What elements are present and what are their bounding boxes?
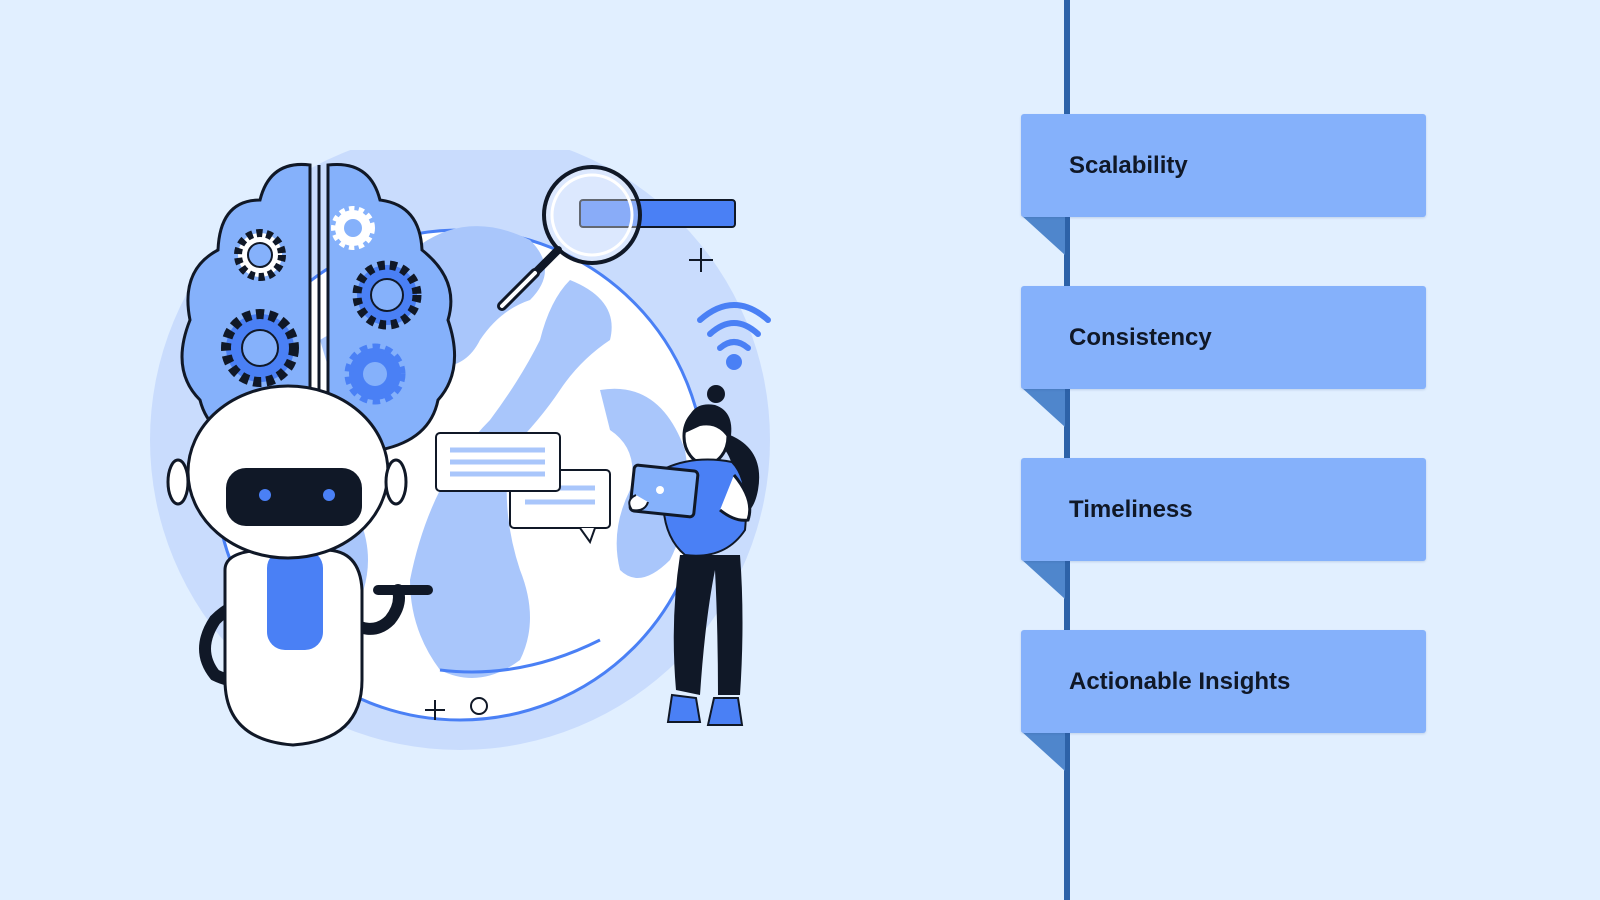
ribbon-fold — [1021, 731, 1069, 771]
timeline-line — [1064, 0, 1070, 900]
timeline-item-timeliness: Timeliness — [1021, 458, 1426, 599]
ribbon-fold — [1021, 559, 1069, 599]
gear-icon — [221, 206, 422, 405]
chat-bubble-icon — [435, 432, 611, 545]
search-bar-icon — [579, 199, 736, 228]
timeline-item-scalability: Scalability — [1021, 114, 1426, 255]
timeline-item-consistency: Consistency — [1021, 286, 1426, 427]
ai-illustration — [150, 150, 771, 750]
ribbon-fold — [1021, 387, 1069, 427]
timeline-item-label: Scalability — [1069, 152, 1188, 179]
ribbon-body — [1021, 630, 1426, 733]
person-with-tablet-icon — [628, 385, 760, 726]
timeline-item-actionable-insights: Actionable Insights — [1021, 630, 1426, 771]
timeline-item-label: Timeliness — [1069, 496, 1193, 523]
timeline-item-label: Actionable Insights — [1069, 668, 1291, 695]
small-circle — [470, 697, 488, 715]
robot-icon — [166, 384, 433, 747]
ribbon-body — [1021, 286, 1426, 389]
magnifier-icon — [497, 165, 642, 311]
ribbon-fold — [1021, 215, 1069, 255]
wifi-icon — [697, 302, 771, 370]
ribbon-body — [1021, 458, 1426, 561]
timeline-item-label: Consistency — [1069, 324, 1212, 351]
ribbon-body — [1021, 114, 1426, 217]
sparkle-icon — [425, 248, 713, 720]
